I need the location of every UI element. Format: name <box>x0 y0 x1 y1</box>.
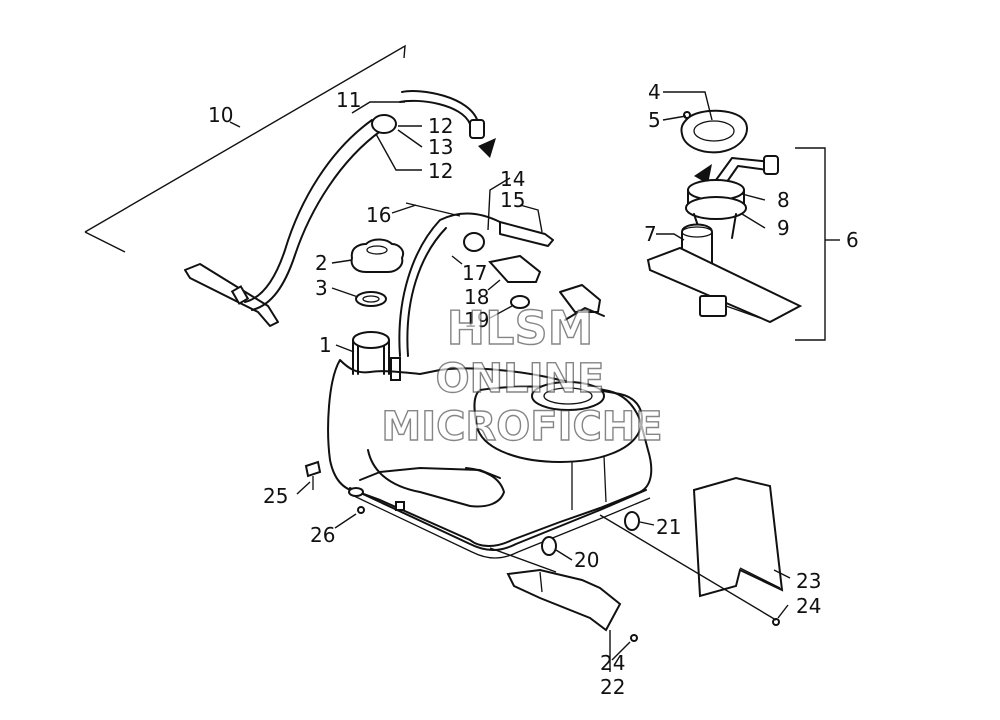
pump-opening <box>531 381 605 411</box>
bracket-11 <box>351 101 405 114</box>
callout-21: 21 <box>656 515 681 539</box>
heat-shield-23 <box>692 476 784 598</box>
heat-shield-22 <box>506 568 622 632</box>
callout-12b: 12 <box>428 159 453 183</box>
grommet <box>463 232 485 252</box>
leader-lines <box>296 91 791 672</box>
fuel-cap <box>350 238 404 273</box>
clip-26 <box>357 506 365 514</box>
callout-3: 3 <box>315 276 328 300</box>
callout-24a: 24 <box>796 594 821 618</box>
callouts: 1 2 3 4 5 6 7 8 9 10 11 12 13 12 14 15 1… <box>208 80 859 699</box>
callout-5: 5 <box>648 108 661 132</box>
callout-8: 8 <box>777 188 790 212</box>
callout-13: 13 <box>428 135 453 159</box>
callout-20: 20 <box>574 548 599 572</box>
callout-7: 7 <box>644 222 657 246</box>
callout-19: 19 <box>464 308 489 332</box>
arrow-icon <box>478 138 496 158</box>
bracket-10 <box>84 44 406 253</box>
callout-26: 26 <box>310 523 335 547</box>
callout-9: 9 <box>777 216 790 240</box>
filler-neck <box>352 331 401 381</box>
watermark-line-1: HLSM <box>447 301 594 355</box>
grommet-21 <box>624 511 640 531</box>
fuel-pump <box>646 109 803 324</box>
callout-12a: 12 <box>428 114 453 138</box>
callout-16: 16 <box>366 203 391 227</box>
callout-23: 23 <box>796 569 821 593</box>
watermark: HLSM ONLINE MICROFICHE <box>381 300 664 450</box>
bracket-6 <box>795 147 840 341</box>
bracket-plate <box>488 254 542 283</box>
screw-5 <box>683 111 691 119</box>
watermark-line-3: MICROFICHE <box>381 404 662 450</box>
callout-18: 18 <box>464 285 489 309</box>
callout-17: 17 <box>462 261 487 285</box>
screw-24b <box>772 618 780 626</box>
check-valve <box>371 114 397 134</box>
callout-11: 11 <box>336 88 361 112</box>
callout-2: 2 <box>315 251 328 275</box>
push-rivet-25 <box>304 460 322 490</box>
gauge-assembly <box>398 202 605 357</box>
arrow-icon <box>694 164 712 184</box>
vent-hose <box>184 90 496 327</box>
callout-6: 6 <box>846 228 859 252</box>
callout-24b: 24 <box>600 651 625 675</box>
callout-4: 4 <box>648 80 661 104</box>
callout-22: 22 <box>600 675 625 699</box>
screw-24 <box>630 634 638 642</box>
callout-14: 14 <box>500 167 525 191</box>
watermark-line-2: ONLINE <box>436 356 605 402</box>
callout-25: 25 <box>263 484 288 508</box>
callout-1: 1 <box>319 333 332 357</box>
gasket <box>355 291 387 307</box>
callout-10: 10 <box>208 103 233 127</box>
grommet-20 <box>541 536 557 556</box>
callout-15: 15 <box>500 188 525 212</box>
